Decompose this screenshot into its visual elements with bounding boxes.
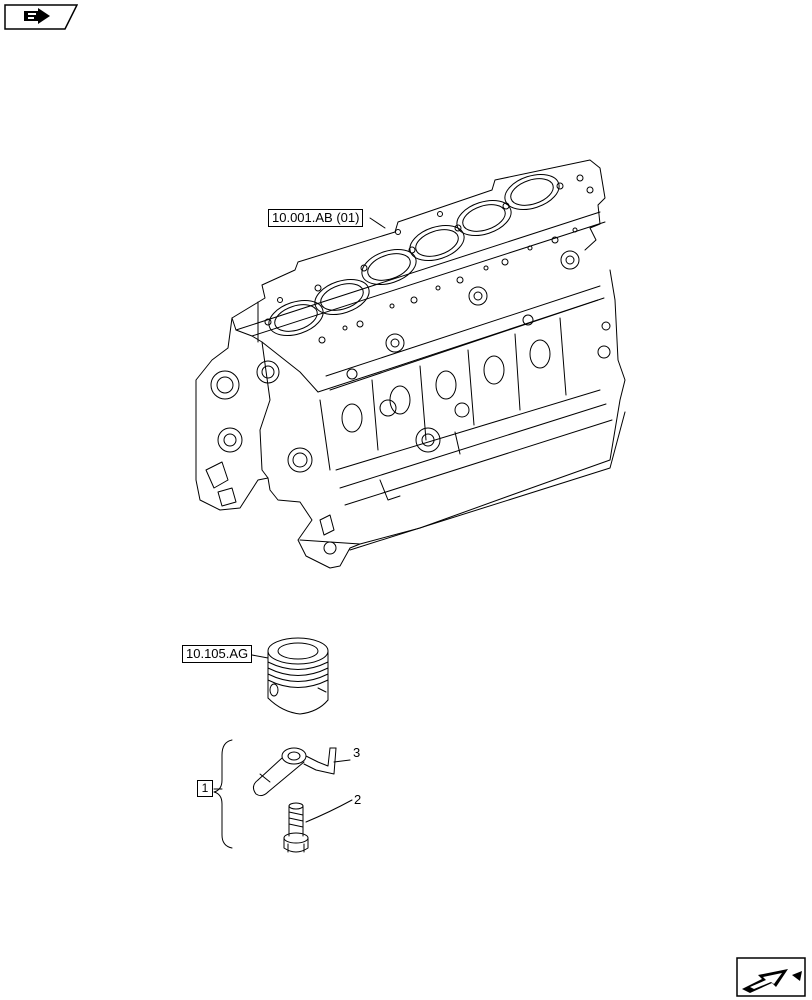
bolt-leader [305, 799, 353, 823]
engine-block-leader [369, 217, 386, 229]
bolt-drawing [283, 802, 309, 853]
next-page-button[interactable] [736, 957, 806, 997]
piston-drawing [267, 637, 329, 715]
nozzle-callout-number: 3 [353, 745, 361, 760]
group-bracket [213, 739, 233, 849]
engine-block-reference-label[interactable]: 10.001.AB (01) [268, 209, 364, 227]
group-number-box: 1 [197, 780, 213, 797]
piston-leader [251, 654, 269, 659]
oil-nozzle-drawing [252, 747, 337, 797]
piston-reference-label[interactable]: 10.105.AG [182, 645, 253, 663]
engine-block-drawing [195, 159, 626, 569]
bolt-callout-number: 2 [354, 792, 362, 807]
previous-page-arrow-icon [4, 4, 78, 30]
next-page-arrow-icon [736, 957, 806, 997]
previous-page-button[interactable] [4, 4, 78, 30]
nozzle-leader [333, 759, 351, 763]
